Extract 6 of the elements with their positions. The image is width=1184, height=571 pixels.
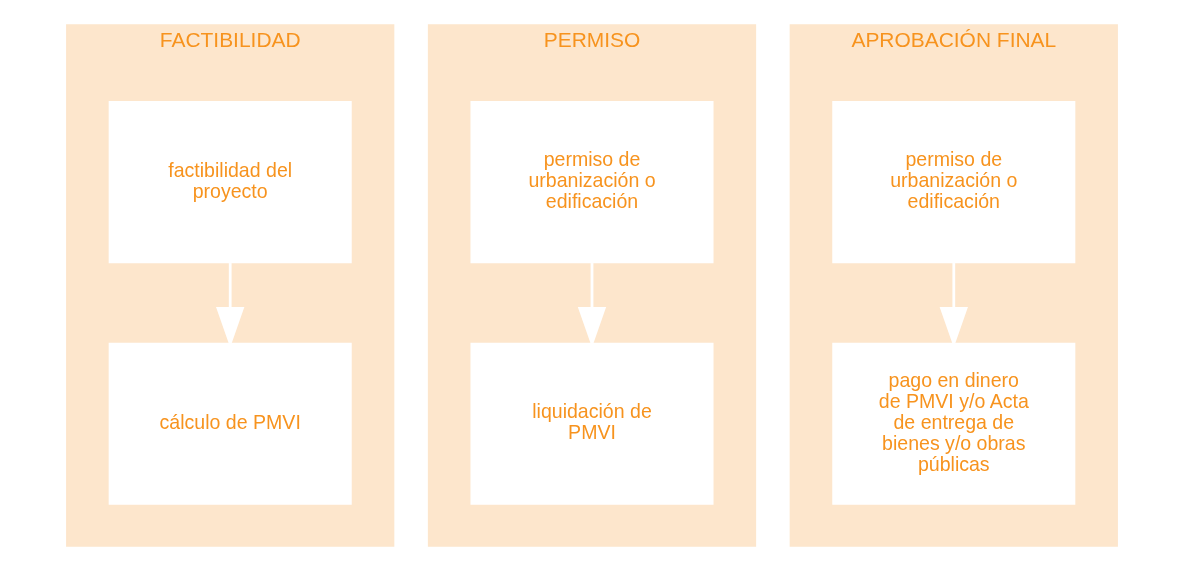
node-box: liquidación de PMVI — [470, 342, 714, 505]
node-box: permiso de urbanización o edificación — [832, 101, 1076, 264]
node-box: factibilidad del proyecto — [108, 101, 352, 264]
node-box: pago en dinero de PMVI y/o Acta de entrega de bienes y/o obras públicas — [832, 342, 1076, 505]
node-box: cálculo de PMVI — [108, 342, 352, 505]
node-box: permiso de urbanización o edificación — [470, 101, 714, 264]
